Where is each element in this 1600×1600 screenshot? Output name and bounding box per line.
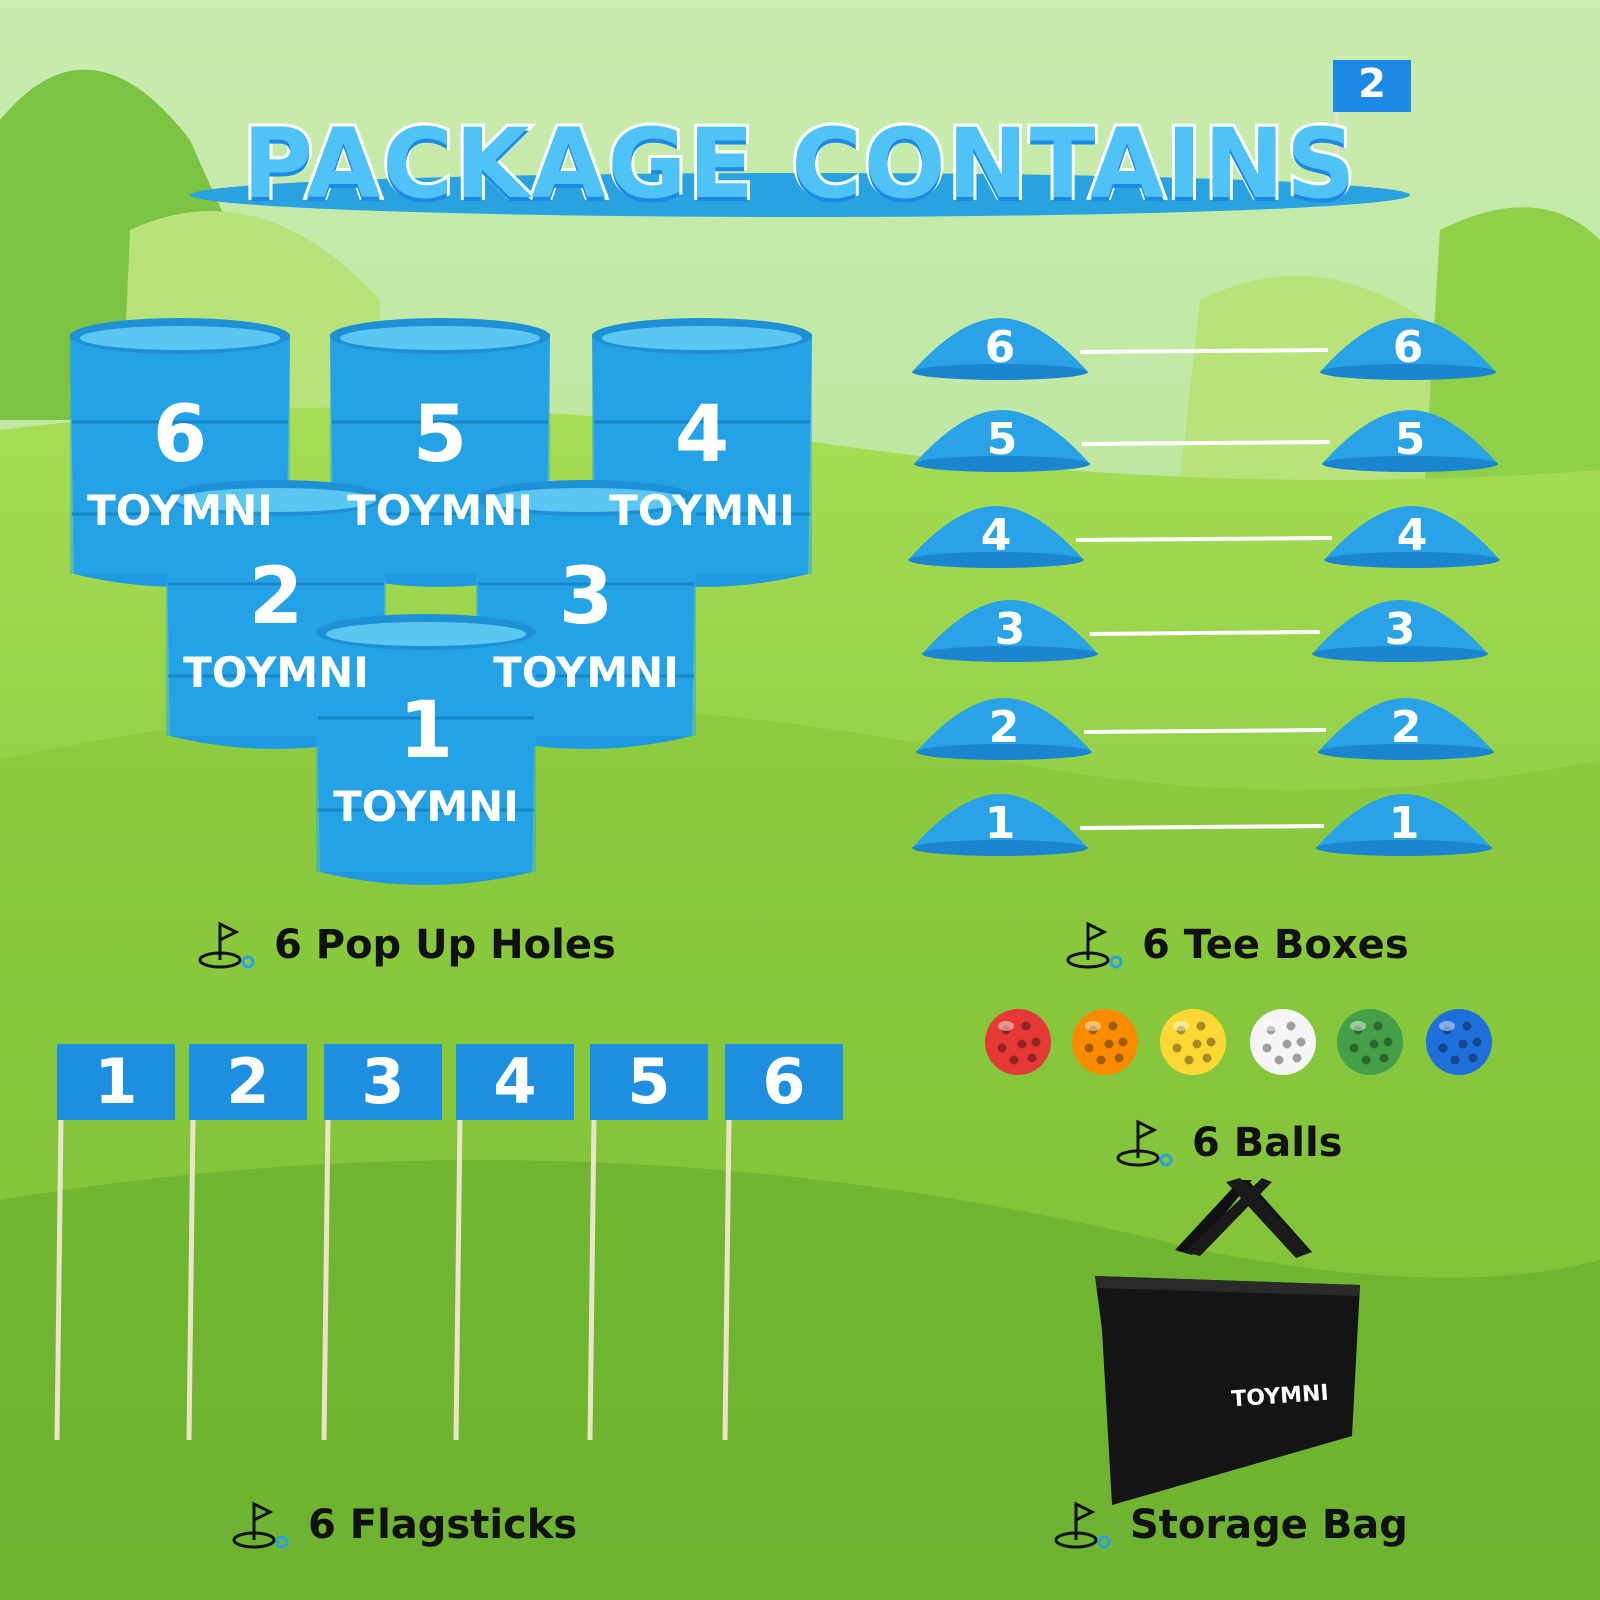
golf-flag-icon bbox=[1066, 921, 1123, 969]
tee-cone bbox=[1324, 506, 1500, 568]
tee-number: 1 bbox=[984, 798, 1016, 849]
tee-cone bbox=[922, 600, 1098, 662]
hole-number: 3 bbox=[558, 552, 614, 642]
hole-brand-text: TOYMNI bbox=[609, 486, 795, 535]
tee-cone bbox=[1322, 410, 1498, 472]
hole-brand-text: TOYMNI bbox=[183, 648, 369, 697]
wiffle-ball bbox=[1160, 1009, 1226, 1075]
golf-flag-icon bbox=[1054, 1501, 1111, 1549]
label-tee-boxes: 6 Tee Boxes bbox=[1066, 920, 1409, 970]
hole-number: 4 bbox=[674, 390, 730, 480]
tee-number: 3 bbox=[994, 604, 1026, 655]
hole-number: 2 bbox=[248, 552, 304, 642]
hole-brand-text: TOYMNI bbox=[347, 486, 533, 535]
hole-number: 1 bbox=[398, 686, 454, 776]
tee-cone bbox=[1312, 600, 1488, 662]
flagstick bbox=[321, 1044, 442, 1441]
tee-string bbox=[1079, 348, 1329, 354]
label-text: 6 Balls bbox=[1192, 1120, 1343, 1166]
label-text: 6 Tee Boxes bbox=[1142, 922, 1409, 968]
flag-number: 5 bbox=[627, 1045, 671, 1118]
flag-number: 4 bbox=[493, 1045, 537, 1118]
tee-cone bbox=[908, 506, 1084, 568]
wiffle-ball bbox=[1337, 1009, 1403, 1075]
tee-string bbox=[1083, 728, 1327, 734]
hole-brand-text: TOYMNI bbox=[493, 648, 679, 697]
tee-cone bbox=[1316, 794, 1492, 856]
label-balls: 6 Balls bbox=[1116, 1118, 1342, 1168]
wiffle-ball bbox=[1250, 1009, 1316, 1075]
wiffle-ball bbox=[1072, 1009, 1138, 1075]
wiffle-ball bbox=[985, 1009, 1051, 1075]
label-pop-up-holes: 6 Pop Up Holes bbox=[198, 920, 616, 970]
flagstick bbox=[453, 1044, 574, 1441]
wiffle-ball bbox=[1426, 1009, 1492, 1075]
tee-number: 1 bbox=[1388, 798, 1420, 849]
tee-number: 3 bbox=[1384, 604, 1416, 655]
tee-number: 4 bbox=[980, 510, 1012, 561]
hole-number: 6 bbox=[152, 390, 208, 480]
tee-number: 2 bbox=[1390, 702, 1422, 753]
tee-number: 4 bbox=[1396, 510, 1428, 561]
golf-flag-icon bbox=[198, 921, 255, 969]
label-text: 6 Flagsticks bbox=[308, 1502, 578, 1548]
tee-string bbox=[1075, 536, 1333, 542]
flagstick bbox=[54, 1044, 175, 1441]
tee-cone bbox=[912, 794, 1088, 856]
tee-cone bbox=[916, 698, 1092, 760]
golf-flag-icon bbox=[1116, 1119, 1173, 1167]
hole-brand-text: TOYMNI bbox=[333, 782, 519, 831]
page-title: PACKAGE CONTAINS bbox=[240, 105, 1359, 223]
title-flag-number: 2 bbox=[1358, 61, 1386, 107]
tee-number: 6 bbox=[984, 322, 1016, 373]
flag-number: 2 bbox=[226, 1045, 270, 1118]
label-storage-bag: Storage Bag bbox=[1054, 1500, 1408, 1550]
pop-up-hole bbox=[592, 318, 812, 587]
flagstick bbox=[722, 1044, 843, 1441]
flag-number: 3 bbox=[361, 1045, 405, 1118]
tee-string bbox=[1081, 440, 1331, 446]
pop-up-hole bbox=[316, 614, 536, 885]
hole-number: 5 bbox=[412, 390, 468, 480]
label-text: Storage Bag bbox=[1130, 1502, 1408, 1548]
tee-string bbox=[1089, 630, 1321, 636]
tee-number: 5 bbox=[986, 414, 1018, 465]
golf-flag-icon bbox=[232, 1501, 289, 1549]
flag-number: 1 bbox=[94, 1045, 138, 1118]
label-flagsticks: 6 Flagsticks bbox=[232, 1500, 577, 1550]
tee-number: 2 bbox=[988, 702, 1020, 753]
tee-cone bbox=[1318, 698, 1494, 760]
hole-brand-text: TOYMNI bbox=[87, 486, 273, 535]
tee-string bbox=[1079, 824, 1325, 830]
tee-cone bbox=[1320, 318, 1496, 380]
label-text: 6 Pop Up Holes bbox=[274, 922, 616, 968]
tee-number: 5 bbox=[1394, 414, 1426, 465]
flagstick bbox=[587, 1044, 708, 1441]
flagstick bbox=[186, 1044, 307, 1441]
tee-cone bbox=[914, 410, 1090, 472]
flag-number: 6 bbox=[762, 1045, 806, 1118]
pop-up-hole bbox=[476, 480, 696, 749]
tee-cone bbox=[912, 318, 1088, 380]
tee-number: 6 bbox=[1392, 322, 1424, 373]
